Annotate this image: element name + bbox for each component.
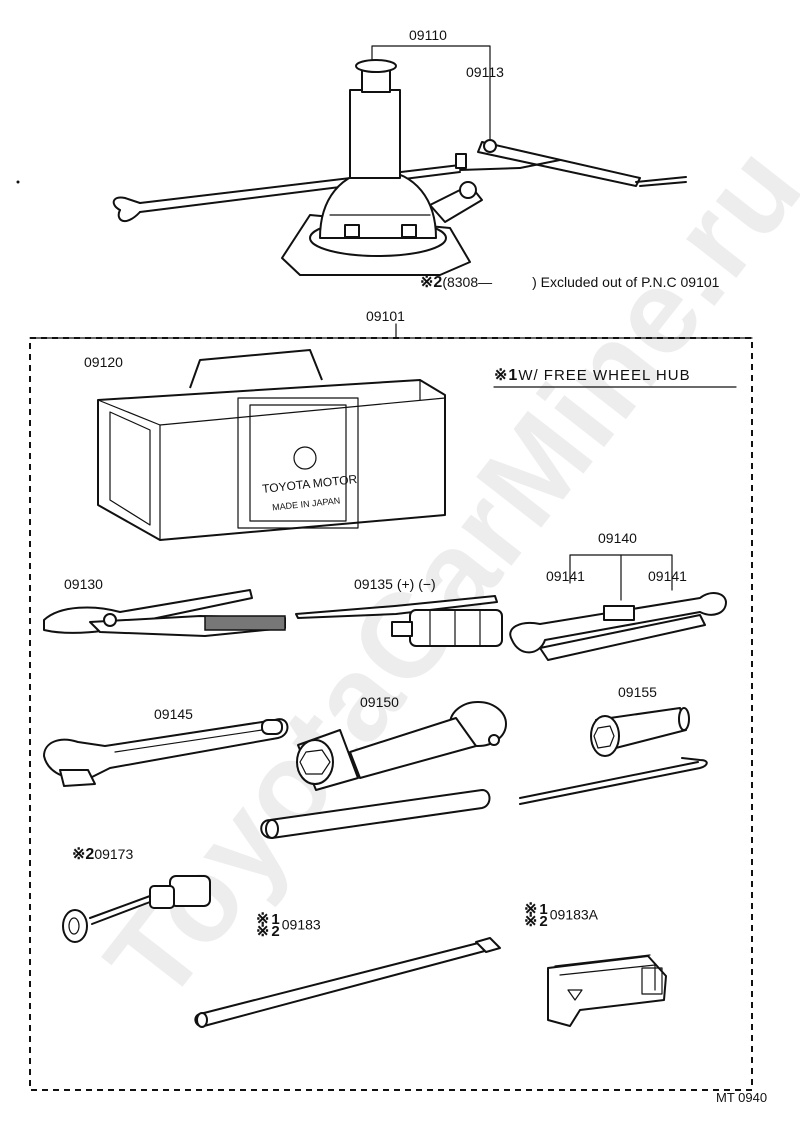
- scan-speck: [16, 180, 20, 184]
- free-wheel-text: W/ FREE WHEEL HUB: [518, 367, 691, 384]
- part-label-tool-set: 09101: [366, 308, 405, 324]
- plug-wrench: [519, 707, 708, 805]
- part-label-hub-tool: 09183A: [549, 906, 599, 923]
- part-label-pliers: 09130: [64, 576, 103, 592]
- excluded-mark: ※2: [420, 274, 443, 291]
- part-label-screwdriver: 09135 (+) (−): [354, 576, 436, 592]
- part-label-jack: 09110: [409, 27, 447, 43]
- hub-tool-mark-top: ※: [524, 901, 538, 918]
- part-label-hub-bar: 09183: [281, 916, 321, 933]
- hub-tool-frac-bottom: 2: [539, 913, 548, 930]
- toolset-frame: [29, 323, 753, 1091]
- pump-adapter-callout: ※209173: [72, 846, 133, 863]
- hub-bar: [194, 937, 501, 1028]
- excluded-note: ※2(8308— ) Excluded out of P.N.C 09101: [420, 274, 719, 291]
- part-label-tool-bag: 09120: [84, 354, 123, 370]
- footer-reference: MT 0940: [716, 1090, 768, 1105]
- hub-bar-frac-top: 1: [271, 911, 280, 928]
- part-label-wrench-left: 09141: [546, 568, 585, 584]
- hub-bar-mark-top: ※: [256, 911, 270, 928]
- hub-tool-mark-bottom: ※: [524, 913, 538, 930]
- tool-bag: [97, 349, 446, 541]
- jack-body: [281, 59, 483, 276]
- free-wheel-mark: ※1: [494, 367, 519, 384]
- wrench-set: [509, 554, 727, 661]
- part-label-plug-wrench: 09155: [618, 684, 657, 700]
- hub-tool-frac-top: 1: [539, 901, 548, 918]
- jack-leader-lines: [371, 45, 491, 141]
- pliers: [43, 589, 286, 637]
- part-label-wheel-nut-wrench: 09150: [360, 694, 399, 710]
- part-label-pump-adapter: 09173: [94, 846, 134, 862]
- excluded-prefix: (8308—: [442, 274, 493, 290]
- jack-lever: [455, 139, 687, 187]
- part-label-wrench-set: 09140: [598, 530, 637, 546]
- wheel-nut-wrench: [260, 701, 507, 839]
- part-label-wrench-right: 09141: [648, 568, 687, 584]
- pump-adapter-mark: ※2: [72, 846, 95, 863]
- hub-tool: [547, 954, 667, 1027]
- part-label-jack-handle: 09113: [466, 64, 504, 80]
- hub-bar-frac-bottom: 2: [271, 923, 280, 940]
- part-label-adjustable-wrench: 09145: [154, 706, 193, 722]
- free-wheel-note: ※1W/ FREE WHEEL HUB: [494, 368, 691, 384]
- hub-bar-mark-bottom: ※: [256, 923, 270, 940]
- adjustable-wrench: [43, 718, 289, 787]
- screwdrivers: [295, 595, 503, 647]
- excluded-suffix: ) Excluded out of P.N.C 09101: [532, 274, 720, 290]
- pump-adapter: [62, 875, 211, 943]
